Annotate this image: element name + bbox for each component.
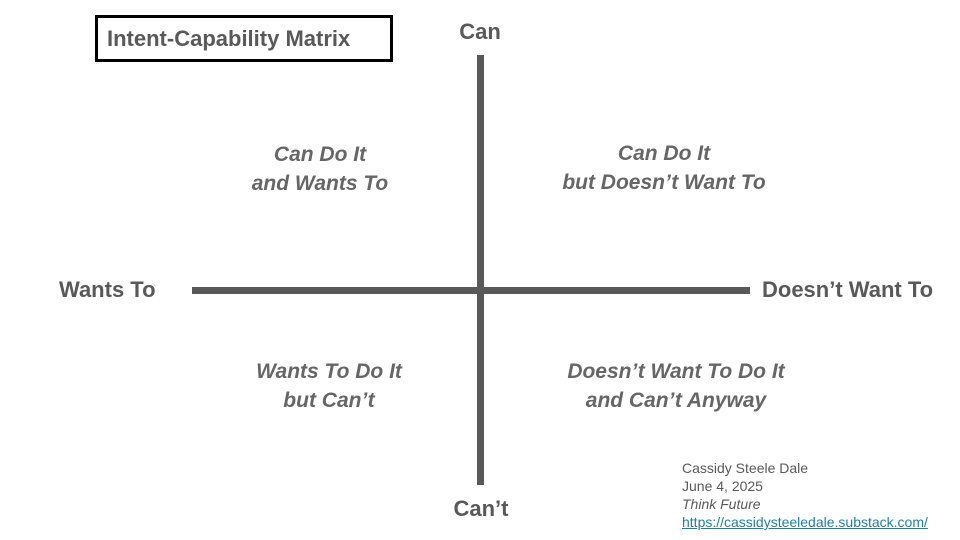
- credit-publication: Think Future: [682, 496, 761, 512]
- credit-block: Cassidy Steele Dale June 4, 2025 Think F…: [682, 459, 928, 531]
- quadrant-top-left-line-1: Can Do It: [273, 143, 367, 166]
- quadrant-bottom-right: Doesn’t Want To Do It and Can’t Anyway: [567, 357, 784, 415]
- credit-link[interactable]: https://cassidysteeledale.substack.com/: [682, 514, 928, 530]
- quadrant-top-right: Can Do It but Doesn’t Want To: [562, 139, 765, 197]
- horizontal-axis: [192, 287, 750, 294]
- quadrant-bottom-left: Wants To Do It but Can’t: [256, 357, 402, 415]
- quadrant-top-left: Can Do It and Wants To: [252, 140, 389, 198]
- axis-label-cant: Can’t: [453, 496, 509, 521]
- credit-date: June 4, 2025: [682, 478, 763, 494]
- quadrant-bottom-left-line-2: but Can’t: [283, 389, 375, 412]
- credit-author: Cassidy Steele Dale: [682, 460, 809, 476]
- axis-label-doesnt-want-to: Doesn’t Want To: [762, 277, 934, 302]
- axis-label-can: Can: [459, 19, 501, 44]
- matrix-title: Intent-Capability Matrix: [107, 25, 351, 51]
- title-box: Intent-Capability Matrix: [95, 15, 393, 62]
- quadrant-top-left-line-2: and Wants To: [251, 172, 389, 195]
- quadrant-bottom-right-line-2: and Can’t Anyway: [585, 389, 767, 412]
- axis-label-wants-to: Wants To: [59, 277, 156, 302]
- vertical-axis: [477, 55, 484, 485]
- quadrant-bottom-left-line-1: Wants To Do It: [256, 360, 402, 383]
- quadrant-top-right-line-2: but Doesn’t Want To: [562, 171, 766, 194]
- quadrant-top-right-line-1: Can Do It: [617, 142, 711, 165]
- quadrant-bottom-right-line-1: Doesn’t Want To Do It: [567, 360, 785, 383]
